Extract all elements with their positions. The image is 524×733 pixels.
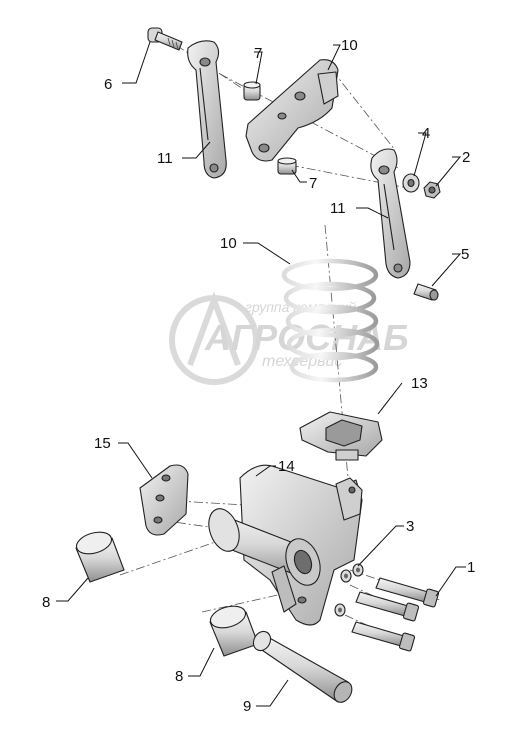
callout-11-left: 11 [157, 150, 173, 167]
callout-1: 1 [467, 559, 475, 576]
callout-8-upper: 8 [42, 594, 50, 611]
callout-4: 4 [422, 125, 430, 142]
part-6-bolt [147, 27, 183, 51]
callout-12: 10 [341, 37, 358, 54]
part-3-washers [334, 563, 364, 617]
part-11-link-plate-right [370, 148, 411, 279]
leader-lines [56, 41, 466, 707]
callout-2: 2 [462, 149, 470, 166]
callout-10: 10 [220, 235, 237, 252]
part-7-bushing-upper [243, 81, 261, 101]
part-13-spring-seat [299, 411, 383, 461]
part-14-lever-housing [208, 464, 363, 626]
callout-8-lower: 8 [175, 668, 183, 685]
part-8-bushing-lower [209, 605, 259, 657]
callout-3: 3 [406, 518, 414, 535]
part-10-spring [281, 258, 380, 383]
callout-7-upper: 7 [254, 45, 262, 62]
part-8-bushing-left [75, 531, 125, 583]
callout-13: 13 [411, 375, 428, 392]
callout-14: 14 [278, 458, 295, 475]
callout-7-lower: 7 [309, 175, 317, 192]
part-15-bracket [139, 464, 189, 536]
part-7-bushing-lower [277, 157, 297, 175]
callout-6: 6 [104, 76, 112, 93]
part-1-bolts [351, 577, 440, 652]
callout-labels: 6 7 10 11 7 4 2 11 5 10 13 15 14 3 1 8 8… [42, 37, 475, 715]
callout-9: 9 [243, 698, 251, 715]
part-11-link-plate-left [187, 40, 227, 179]
callout-5: 5 [461, 246, 469, 263]
part-5-pin [413, 283, 439, 301]
callout-11-right: 11 [330, 200, 346, 217]
part-12-bracket-plate [245, 59, 339, 162]
callout-15: 15 [94, 435, 111, 452]
part-9-axle-pin [252, 630, 353, 703]
part-4-washer [402, 173, 420, 193]
